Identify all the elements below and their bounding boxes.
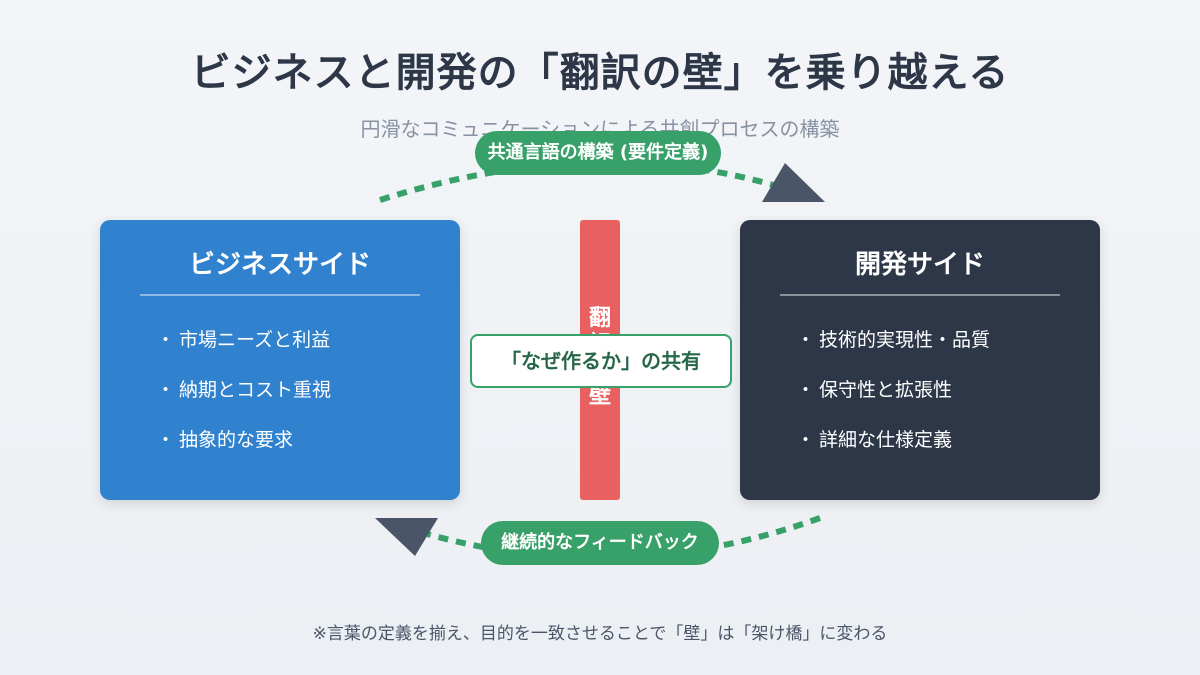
development-side-title: 開発サイド <box>854 250 985 280</box>
business-item: 抽象的な要求 <box>156 428 331 478</box>
development-item: 詳細な仕様定義 <box>796 428 990 478</box>
development-divider <box>780 294 1060 296</box>
business-list: 市場ニーズと利益 納期とコスト重視 抽象的な要求 <box>156 328 331 478</box>
continuous-feedback-pill: 継続的なフィードバック <box>481 521 719 565</box>
business-item: 市場ニーズと利益 <box>156 328 331 378</box>
business-item: 納期とコスト重視 <box>156 378 331 428</box>
footnote: ※言葉の定義を揃え、目的を一致させることで「壁」は「架け橋」に変わる <box>312 624 888 644</box>
business-side-card: ビジネスサイド 市場ニーズと利益 納期とコスト重視 抽象的な要求 <box>100 220 460 500</box>
business-side-title: ビジネスサイド <box>188 250 371 280</box>
development-item: 保守性と拡張性 <box>796 378 990 428</box>
page-title: ビジネスと開発の「翻訳の壁」を乗り越える <box>190 50 1010 96</box>
shared-purpose-box: 「なぜ作るか」の共有 <box>470 334 732 388</box>
business-divider <box>140 294 420 296</box>
development-side-card: 開発サイド 技術的実現性・品質 保守性と拡張性 詳細な仕様定義 <box>740 220 1100 500</box>
requirements-definition-pill: 共通言語の構築 (要件定義) <box>475 131 721 175</box>
development-item: 技術的実現性・品質 <box>796 328 990 378</box>
development-list: 技術的実現性・品質 保守性と拡張性 詳細な仕様定義 <box>796 328 990 478</box>
top-arrow-head <box>762 163 825 202</box>
bottom-arrow-head <box>375 518 438 556</box>
